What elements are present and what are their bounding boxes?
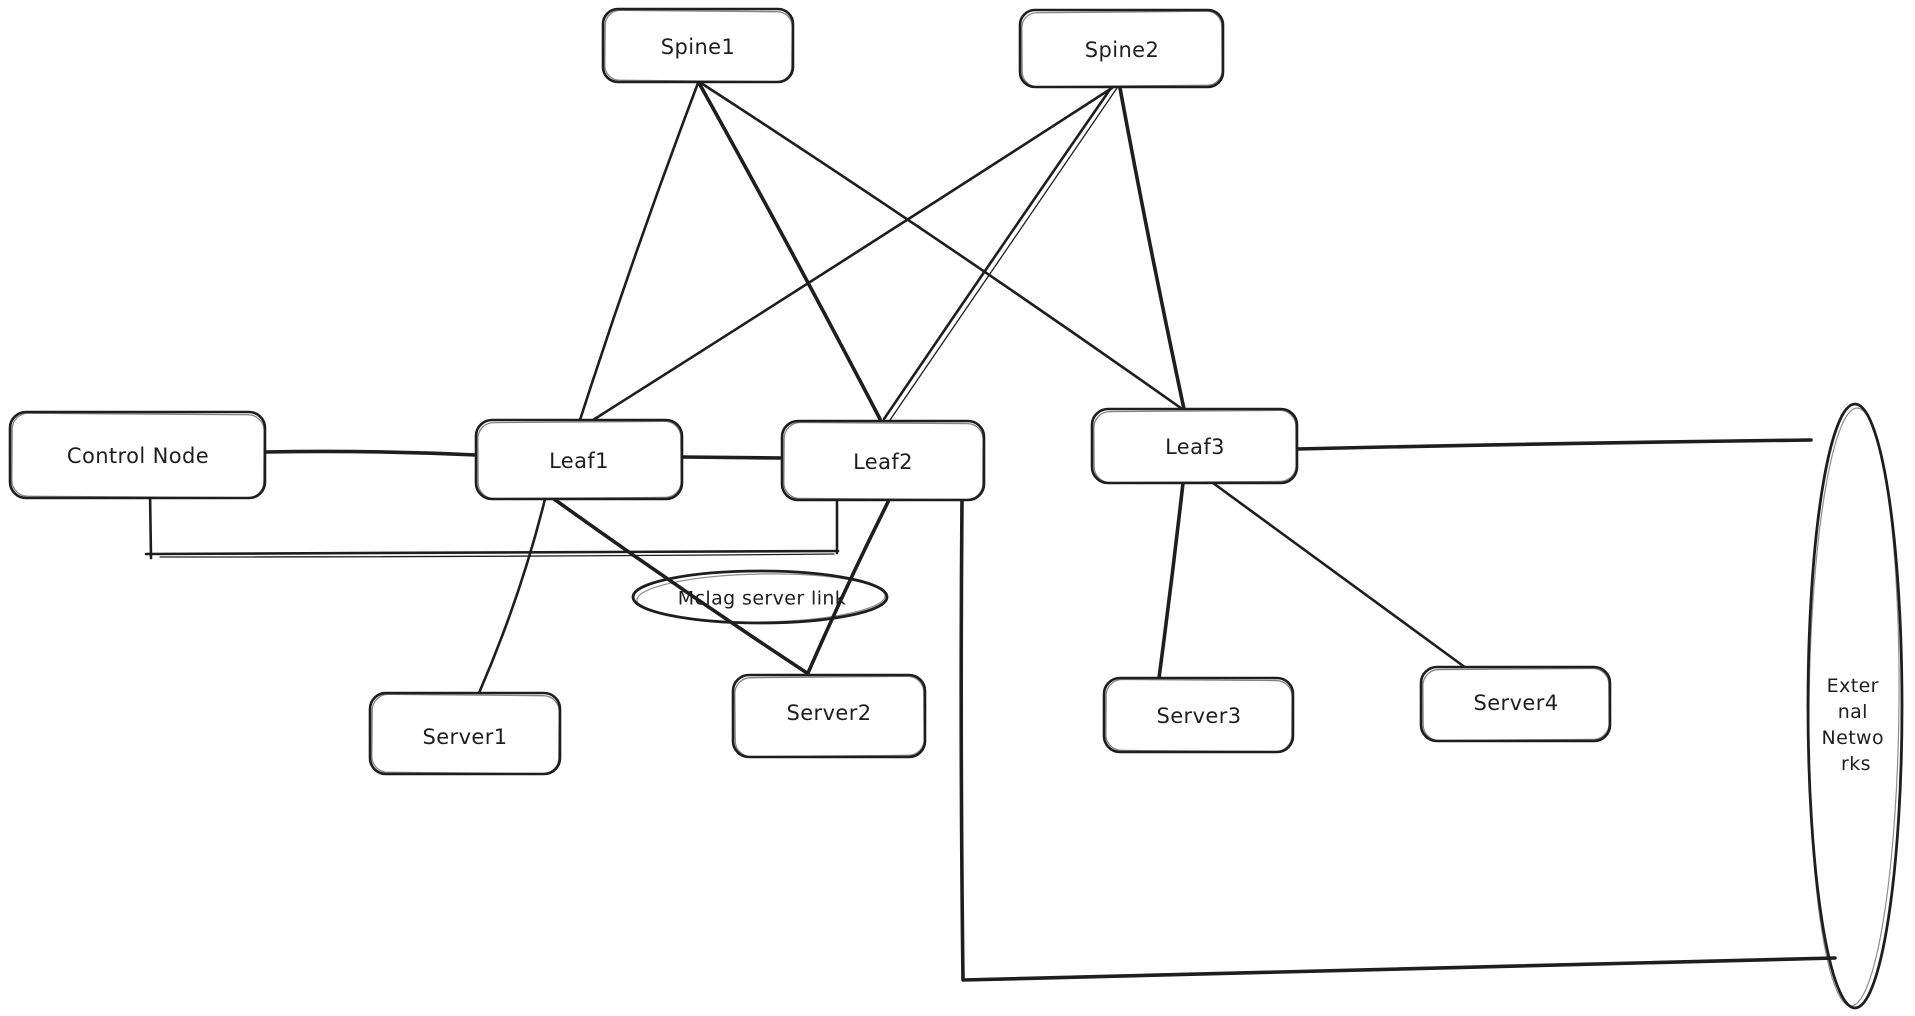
server4-label: Server4 <box>1473 691 1558 715</box>
node-spine2[interactable]: Spine2 <box>1018 8 1225 89</box>
spine1-label: Spine1 <box>661 35 736 59</box>
spine2-box-sketch <box>1021 10 1223 88</box>
edge-controlnode-leaf2-horizontal-double <box>159 553 835 558</box>
node-leaf1[interactable]: Leaf1 <box>474 418 684 501</box>
leaf1-box-sketch <box>477 420 682 500</box>
node-mclag-annotation[interactable]: Mclag server link <box>631 569 889 625</box>
server2-box-sketch <box>734 675 925 758</box>
edge-leaf1-server1 <box>477 497 547 695</box>
edge-leaf2-server2 <box>806 498 891 675</box>
edge-leaf3-server3 <box>1157 481 1185 680</box>
node-server2[interactable]: Server2 <box>731 673 927 759</box>
leaf1-label: Leaf1 <box>549 449 609 473</box>
mclag-ellipse-sketch <box>636 573 886 623</box>
edge-spine2-leaf1 <box>591 86 1114 422</box>
server1-box-sketch <box>371 693 560 775</box>
edge-leaf1-server2 <box>552 497 809 675</box>
edge-spine2-leaf2-double-stroke <box>889 87 1118 421</box>
node-spine1[interactable]: Spine1 <box>601 7 795 84</box>
edge-leaf1-leaf2 <box>680 455 784 460</box>
edge-spine2-leaf2 <box>882 86 1113 421</box>
leaf3-box-sketch <box>1093 409 1297 484</box>
node-server3[interactable]: Server3 <box>1102 676 1295 754</box>
spine1-box-sketch <box>604 9 793 83</box>
node-leaf3[interactable]: Leaf3 <box>1090 407 1299 485</box>
node-leaf2[interactable]: Leaf2 <box>780 419 986 502</box>
edge-controlnode-leaf2-horizontal <box>144 549 840 556</box>
server3-label: Server3 <box>1156 704 1241 728</box>
edge-leaf3-server4 <box>1211 481 1468 670</box>
server3-box-sketch <box>1105 678 1293 753</box>
node-server4[interactable]: Server4 <box>1419 665 1612 743</box>
server2-label: Server2 <box>786 701 871 725</box>
external-ellipse-sketch <box>1808 407 1900 1007</box>
edge-spine1-leaf1 <box>578 81 700 422</box>
spine2-label: Spine2 <box>1085 38 1160 62</box>
server4-box-sketch <box>1422 667 1610 742</box>
external-networks-label: Exter nal Netwo rks <box>1822 675 1891 775</box>
edge-controlnode-leaf1 <box>263 449 478 457</box>
node-control-node[interactable]: Control Node <box>8 410 267 500</box>
leaf2-label: Leaf2 <box>853 450 913 474</box>
leaf2-box-sketch <box>783 421 984 501</box>
edge-leaf3-external <box>1295 438 1813 451</box>
edge-controlnode-leaf2-vertical <box>148 490 153 560</box>
mclag-label: Mclag server link <box>678 588 846 610</box>
server1-label: Server1 <box>422 725 507 749</box>
edge-spine2-leaf3 <box>1118 86 1186 411</box>
node-external-networks[interactable]: Exter nal Netwo rks <box>1806 402 1904 1010</box>
node-server1[interactable]: Server1 <box>368 691 562 776</box>
control-node-label: Control Node <box>67 444 209 468</box>
nodes-layer: Spine1 Spine2 Control Node Leaf1 Leaf2 L… <box>8 7 1904 1010</box>
edge-spine1-leaf3 <box>699 81 1187 413</box>
leaf3-label: Leaf3 <box>1165 435 1225 459</box>
edge-spine1-leaf2 <box>697 81 882 421</box>
edge-leaf2-external <box>959 498 1837 982</box>
edges-layer <box>144 81 1837 982</box>
control-node-box-sketch <box>11 412 265 499</box>
